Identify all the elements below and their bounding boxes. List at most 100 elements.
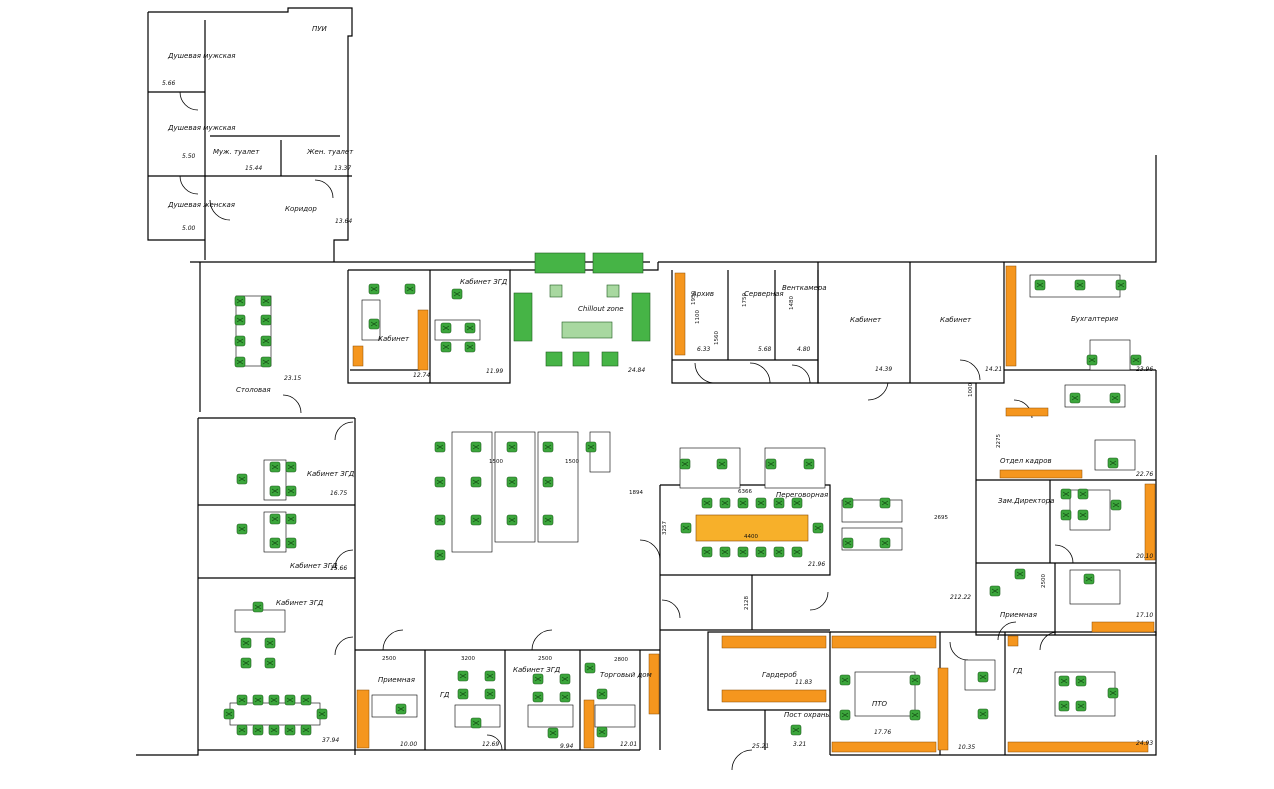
- room-area: 5.00: [182, 225, 196, 232]
- desk: [235, 295, 272, 367]
- room-area: 15.44: [245, 165, 262, 172]
- cabinet: [831, 741, 937, 753]
- desk: [854, 671, 916, 717]
- room-name: Гардероб: [762, 671, 798, 679]
- wall: [817, 262, 1156, 384]
- room-name: ГД: [1013, 667, 1023, 675]
- area-value: 10.35: [958, 744, 975, 751]
- room-name: ПУИ: [312, 25, 328, 33]
- room-area: 10.00: [400, 741, 417, 748]
- door: [282, 394, 302, 414]
- cabinet: [1005, 265, 1017, 367]
- sofa: [592, 252, 644, 274]
- door: [694, 362, 716, 384]
- desk: [527, 704, 574, 728]
- door: [334, 636, 354, 656]
- room-area: 24.93: [1136, 740, 1153, 747]
- dimension: 1950: [691, 291, 697, 305]
- desk: [594, 704, 636, 728]
- door: [382, 629, 404, 651]
- dimension: 2695: [934, 515, 948, 521]
- desk: [1069, 489, 1111, 531]
- door: [179, 91, 199, 111]
- desk: [263, 459, 287, 501]
- armchair: [572, 351, 590, 367]
- wall: [975, 370, 1157, 636]
- room-area: 6.33: [697, 346, 711, 353]
- room-area: 13.64: [335, 218, 352, 225]
- room-area: 14.21: [985, 366, 1002, 373]
- doors: [179, 91, 1074, 771]
- cabinet: [1007, 635, 1019, 647]
- door: [997, 621, 1017, 641]
- room-name: Кабинет ЗГД: [276, 599, 324, 607]
- room-area: 21.96: [808, 561, 825, 568]
- door: [179, 175, 199, 195]
- room-name: ПТО: [872, 700, 888, 708]
- cabinet: [1144, 483, 1156, 561]
- room-area: 23.96: [1136, 366, 1153, 373]
- room-name: Душевая мужская: [167, 124, 235, 132]
- meeting-table: [695, 514, 809, 542]
- cabinet: [831, 635, 937, 649]
- room-name: Chillout zone: [578, 305, 624, 313]
- sofa: [513, 292, 533, 342]
- dimension: 2800: [614, 657, 628, 663]
- room-name: Столовая: [236, 386, 271, 394]
- dimension: 1894: [629, 490, 643, 496]
- room-area: 13.37: [334, 165, 351, 172]
- door: [791, 364, 811, 384]
- door: [809, 591, 829, 611]
- dimension: 2500: [538, 656, 552, 662]
- wall: [659, 484, 831, 750]
- door: [531, 629, 553, 651]
- desk: [1094, 439, 1136, 471]
- room-name: Кабинет ЗГД: [307, 470, 355, 478]
- cabinet: [1091, 621, 1155, 633]
- room-name: ГД: [440, 691, 450, 699]
- room-name: Коридор: [285, 205, 317, 213]
- wall: [205, 135, 352, 177]
- room-name: Муж. туалет: [213, 148, 260, 156]
- wall: [136, 262, 201, 756]
- room-name: Серверная: [744, 290, 784, 298]
- room-name: Кабинет ЗГД: [290, 562, 338, 570]
- door: [731, 749, 753, 771]
- chillout-furniture: [513, 252, 651, 367]
- room-area: 9.94: [560, 743, 574, 750]
- room-area: 22.76: [1136, 471, 1153, 478]
- pouf: [606, 284, 620, 298]
- cabinet: [356, 689, 370, 749]
- room-name: Душевая мужская: [167, 52, 235, 60]
- room-area: 12.74: [413, 372, 430, 379]
- cabinet: [937, 667, 949, 751]
- room-area: 12.69: [482, 741, 499, 748]
- room-name: Архив: [691, 290, 714, 298]
- door: [334, 549, 354, 569]
- dimension: 1750: [742, 293, 748, 307]
- cabinets: [352, 265, 1156, 753]
- desk: [229, 702, 321, 726]
- wall: [198, 650, 641, 751]
- door: [1054, 544, 1074, 564]
- cabinet: [352, 345, 364, 367]
- room-area: 5.66: [162, 80, 176, 87]
- armchair: [545, 351, 563, 367]
- room-area: 5.68: [758, 346, 772, 353]
- room-name: Торговый дом: [600, 671, 653, 679]
- cabinet: [417, 309, 429, 371]
- door: [209, 199, 231, 221]
- door: [749, 362, 771, 384]
- cabinet: [1005, 407, 1049, 417]
- dimension: 1500: [489, 459, 503, 465]
- dimension: 4400: [744, 534, 758, 540]
- room-area: 4.80: [797, 346, 811, 353]
- room-name: Отдел кадров: [1000, 457, 1052, 465]
- room-area: 24.84: [628, 367, 645, 374]
- room-area: 3.21: [793, 741, 806, 748]
- room-name: Венткамера: [782, 284, 827, 292]
- cabinet: [583, 699, 595, 749]
- chillout-table: [561, 321, 613, 339]
